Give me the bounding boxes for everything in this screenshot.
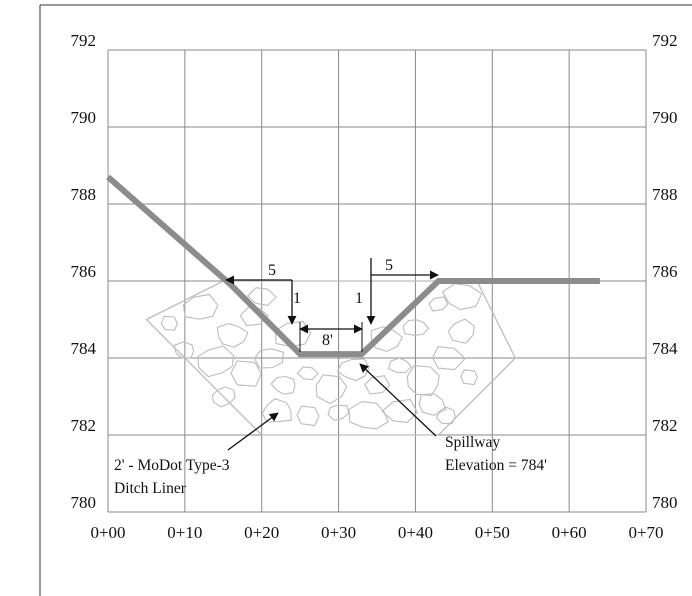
riprap-stone: [261, 398, 292, 423]
riprap-stone: [182, 293, 219, 320]
x-tick-label: 0+60: [552, 523, 587, 542]
riprap-stone: [239, 306, 269, 327]
riprap-stone: [160, 315, 178, 331]
riprap-stone: [381, 398, 418, 424]
left-run-label: 5: [268, 262, 276, 279]
riprap-stone: [327, 404, 350, 422]
spillway-note-line2: Elevation = 784': [445, 457, 547, 474]
y-tick-label-right: 784: [652, 339, 678, 358]
riprap-stone: [253, 348, 284, 369]
y-axis-left-labels: 792 790 788 786 784 782 780: [71, 31, 97, 512]
right-rise-label: 1: [355, 290, 363, 307]
riprap-stone: [428, 296, 449, 312]
riprap-stone: [406, 365, 440, 397]
y-axis-right-labels: 792 790 788 786 784 782 780: [652, 31, 678, 512]
riprap-stone: [387, 357, 413, 374]
liner-outline: [145, 280, 517, 436]
y-tick-label-left: 782: [71, 416, 97, 435]
bottom-width-label: 8': [322, 332, 333, 349]
liner-note-line1: 2' - MoDot Type-3: [114, 457, 230, 474]
riprap-stone: [211, 386, 236, 408]
riprap-stone: [246, 287, 277, 306]
y-tick-label-left: 786: [71, 262, 97, 281]
riprap-stone: [402, 319, 430, 336]
x-tick-label: 0+40: [398, 523, 433, 542]
spillway-callout: Spillway Elevation = 784': [359, 363, 547, 474]
ground-profile-line: [106, 174, 600, 358]
x-tick-label: 0+20: [244, 523, 279, 542]
riprap-stone: [296, 366, 319, 381]
riprap-stone: [230, 360, 262, 387]
riprap-stone: [296, 405, 320, 427]
y-tick-label-right: 788: [652, 185, 678, 204]
riprap-stone: [216, 323, 249, 348]
y-tick-label-left: 784: [71, 339, 97, 358]
riprap-stone: [431, 346, 467, 371]
y-tick-label-left: 780: [71, 493, 97, 512]
x-tick-label: 0+30: [321, 523, 356, 542]
x-tick-label: 0+10: [167, 523, 202, 542]
riprap-stone: [441, 283, 483, 311]
riprap-stone: [447, 318, 475, 344]
left-rise-label: 1: [293, 290, 301, 307]
riprap-stone: [315, 374, 348, 405]
riprap-stone: [270, 375, 296, 395]
liner-note-line2: Ditch Liner: [114, 480, 187, 497]
y-tick-label-left: 788: [71, 185, 97, 204]
riprap-stone: [435, 406, 456, 425]
riprap-stone: [336, 358, 370, 382]
riprap-stone: [197, 345, 235, 378]
x-axis-labels: 0+00 0+10 0+20 0+30 0+40 0+50 0+60 0+70: [90, 523, 663, 542]
y-tick-label-left: 792: [71, 31, 97, 50]
liner-callout: 2' - MoDot Type-3 Ditch Liner: [114, 412, 279, 497]
y-tick-label-right: 786: [652, 262, 678, 281]
y-tick-label-right: 782: [652, 416, 678, 435]
y-tick-label-left: 790: [71, 108, 97, 127]
y-tick-label-right: 792: [652, 31, 678, 50]
riprap-stone: [364, 375, 391, 395]
right-run-label: 5: [385, 257, 393, 274]
riprap-stone: [460, 369, 479, 386]
x-tick-label: 0+50: [475, 523, 510, 542]
dimension-callouts: 5 1 1 5 8': [225, 257, 439, 352]
liner-leader-arrow: [227, 412, 279, 451]
y-tick-label-right: 780: [652, 493, 678, 512]
riprap-stone: [173, 341, 195, 359]
x-tick-label: 0+00: [90, 523, 125, 542]
x-tick-label: 0+70: [628, 523, 663, 542]
spillway-leader-arrow: [359, 363, 437, 437]
riprap-stone: [348, 401, 389, 430]
riprap-stone: [418, 392, 447, 416]
y-tick-label-right: 790: [652, 108, 678, 127]
ground-profile: [106, 174, 600, 358]
spillway-note-line1: Spillway: [445, 434, 500, 451]
